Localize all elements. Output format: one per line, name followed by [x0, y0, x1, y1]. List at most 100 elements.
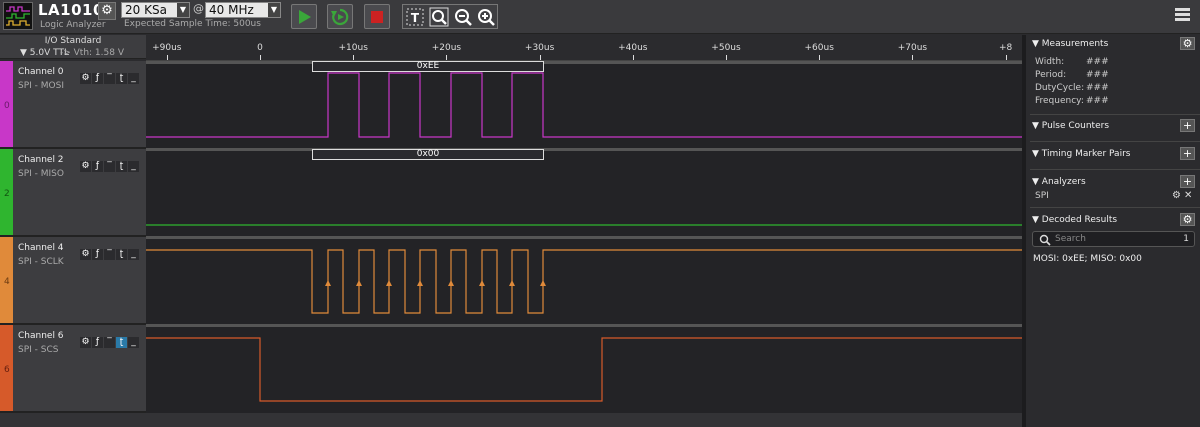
measurement-value: ### — [1086, 70, 1109, 80]
pulse-counters-section: ▼ Pulse Counters + — [1030, 117, 1200, 139]
axis-tick-label: +10us — [338, 43, 368, 53]
plus-icon: + — [1182, 175, 1193, 188]
channel-label-6[interactable]: 6 Channel 6 SPI - SCS ⚙ƒ‾ʈ_ — [0, 325, 146, 413]
device-name: LA1010 — [38, 1, 104, 19]
axis-tick-mark — [353, 55, 355, 60]
frequency-select[interactable]: 40 MHz ▼ — [205, 2, 281, 18]
add-pulse-counter-button[interactable]: + — [1180, 119, 1195, 132]
search-placeholder: Search — [1055, 234, 1086, 244]
axis-tick-label: +40us — [618, 43, 648, 53]
low-level-icon[interactable]: _ — [128, 73, 139, 84]
section-divider — [1030, 169, 1200, 170]
gear-icon[interactable]: ⚙ — [80, 73, 91, 84]
plus-icon: + — [1182, 147, 1193, 160]
falling-edge-icon[interactable]: ʈ — [116, 73, 127, 84]
timing-markers-title[interactable]: ▼ Timing Marker Pairs — [1032, 149, 1131, 159]
rising-edge-icon[interactable]: ƒ — [92, 161, 103, 172]
axis-tick-label: +70us — [897, 43, 928, 53]
channel-color-stripe — [0, 237, 13, 323]
timing-markers-section: ▼ Timing Marker Pairs + — [1030, 145, 1200, 167]
high-level-icon[interactable]: ‾ — [104, 249, 115, 260]
high-level-icon[interactable]: ‾ — [104, 337, 115, 348]
channel-desc: SPI - SCS — [18, 345, 59, 355]
decode-bar-miso[interactable]: 0x00 — [312, 149, 544, 160]
falling-edge-icon[interactable]: ʈ — [116, 161, 127, 172]
channel-trigger-tools: ⚙ƒ‾ʈ_ — [80, 153, 140, 172]
waveform-area[interactable]: 0xEE 0x00 — [146, 61, 1022, 413]
toolbar: LA1010 Logic Analyzer ⚙ 20 KSa ▼ @ 40 MH… — [0, 0, 1200, 34]
gear-icon: ⚙ — [1182, 213, 1193, 226]
rising-edge-icon[interactable]: ƒ — [92, 337, 103, 348]
search-icon — [1039, 234, 1051, 246]
channel-desc: SPI - MISO — [18, 169, 64, 179]
lane-separator — [146, 324, 1022, 327]
stop-icon — [371, 11, 383, 23]
high-level-icon[interactable]: ‾ — [104, 73, 115, 84]
add-timing-marker-button[interactable]: + — [1180, 147, 1195, 160]
svg-text:T: T — [411, 11, 420, 25]
channel-label-0[interactable]: 0 Channel 0 SPI - MOSI ⚙ƒ‾ʈ_ — [0, 61, 146, 149]
high-level-icon[interactable]: ‾ — [104, 161, 115, 172]
gear-icon: ⚙ — [1182, 37, 1193, 50]
measurement-label: Period: — [1035, 70, 1067, 80]
channel-name: Channel 6 — [18, 331, 64, 341]
falling-edge-icon[interactable]: ʈ — [116, 249, 127, 260]
axis-tick-label: +60us — [804, 43, 834, 53]
view-tools-group: T — [402, 4, 498, 29]
menu-icon[interactable] — [1175, 8, 1190, 22]
trace-mosi — [146, 72, 1022, 138]
rising-edge-icon[interactable]: ƒ — [92, 73, 103, 84]
text-cursor-button[interactable]: T — [405, 7, 425, 27]
pulse-counters-title[interactable]: ▼ Pulse Counters — [1032, 121, 1110, 131]
axis-tick-label: +20us — [431, 43, 462, 53]
add-analyzer-button[interactable]: + — [1180, 175, 1195, 188]
chevron-down-icon: ▼ — [177, 3, 189, 17]
gear-icon[interactable]: ⚙ — [1172, 190, 1181, 201]
gear-icon[interactable]: ⚙ — [80, 249, 91, 260]
zoom-out-icon — [455, 9, 472, 26]
measurement-value: ### — [1086, 83, 1109, 93]
sample-rate-select[interactable]: 20 KSa ▼ — [121, 2, 190, 18]
zoom-in-icon — [478, 9, 495, 26]
decoded-settings-button[interactable]: ⚙ — [1180, 213, 1195, 226]
axis-tick-mark — [166, 55, 168, 60]
gear-icon[interactable]: ⚙ — [80, 337, 91, 348]
zoom-in-button[interactable] — [476, 7, 496, 27]
low-level-icon[interactable]: _ — [128, 337, 139, 348]
run-button[interactable] — [291, 4, 317, 29]
channel-label-4[interactable]: 4 Channel 4 SPI - SCLK ⚙ƒ‾ʈ_ — [0, 237, 146, 325]
channel-name: Channel 0 — [18, 67, 64, 77]
channel-label-2[interactable]: 2 Channel 2 SPI - MISO ⚙ƒ‾ʈ_ — [0, 149, 146, 237]
measurements-title[interactable]: ▼ Measurements — [1032, 39, 1109, 49]
falling-edge-icon[interactable]: ʈ — [116, 337, 127, 348]
io-standard-select[interactable]: ▼ 5.0V TTL — [20, 48, 69, 58]
axis-tick-mark — [539, 55, 541, 60]
decoded-results-title[interactable]: ▼ Decoded Results — [1032, 215, 1118, 225]
close-icon[interactable]: ✕ — [1184, 190, 1193, 201]
zoom-fit-button[interactable] — [429, 7, 449, 27]
low-level-icon[interactable]: _ — [128, 161, 139, 172]
decode-bar-mosi[interactable]: 0xEE — [312, 61, 544, 72]
zoom-out-button[interactable] — [453, 7, 473, 27]
measurement-label: DutyCycle: — [1035, 83, 1085, 93]
device-settings-button[interactable]: ⚙ — [98, 2, 116, 20]
analyzers-title[interactable]: ▼ Analyzers — [1032, 177, 1086, 187]
repeat-run-button[interactable] — [327, 4, 353, 29]
channel-trigger-tools: ⚙ƒ‾ʈ_ — [80, 329, 140, 348]
result-count: 1 — [1183, 234, 1189, 244]
low-level-icon[interactable]: _ — [128, 249, 139, 260]
right-panel: ▼ Measurements ⚙ Width: ### Period: ### … — [1022, 35, 1200, 427]
stop-button[interactable] — [364, 4, 390, 29]
gear-icon[interactable]: ⚙ — [80, 161, 91, 172]
channel-color-stripe — [0, 325, 13, 411]
measurements-settings-button[interactable]: ⚙ — [1180, 37, 1195, 50]
decoded-result-row[interactable]: MOSI: 0xEE; MISO: 0x00 — [1033, 254, 1142, 264]
io-standard-title: I/O Standard — [44, 36, 102, 46]
section-divider — [1030, 114, 1200, 115]
analyzer-item-spi[interactable]: SPI — [1035, 191, 1049, 201]
search-input[interactable]: Search 1 — [1032, 231, 1195, 247]
analyzers-section: ▼ Analyzers + SPI ⚙ ✕ — [1030, 173, 1200, 205]
rising-edge-icon[interactable]: ƒ — [92, 249, 103, 260]
